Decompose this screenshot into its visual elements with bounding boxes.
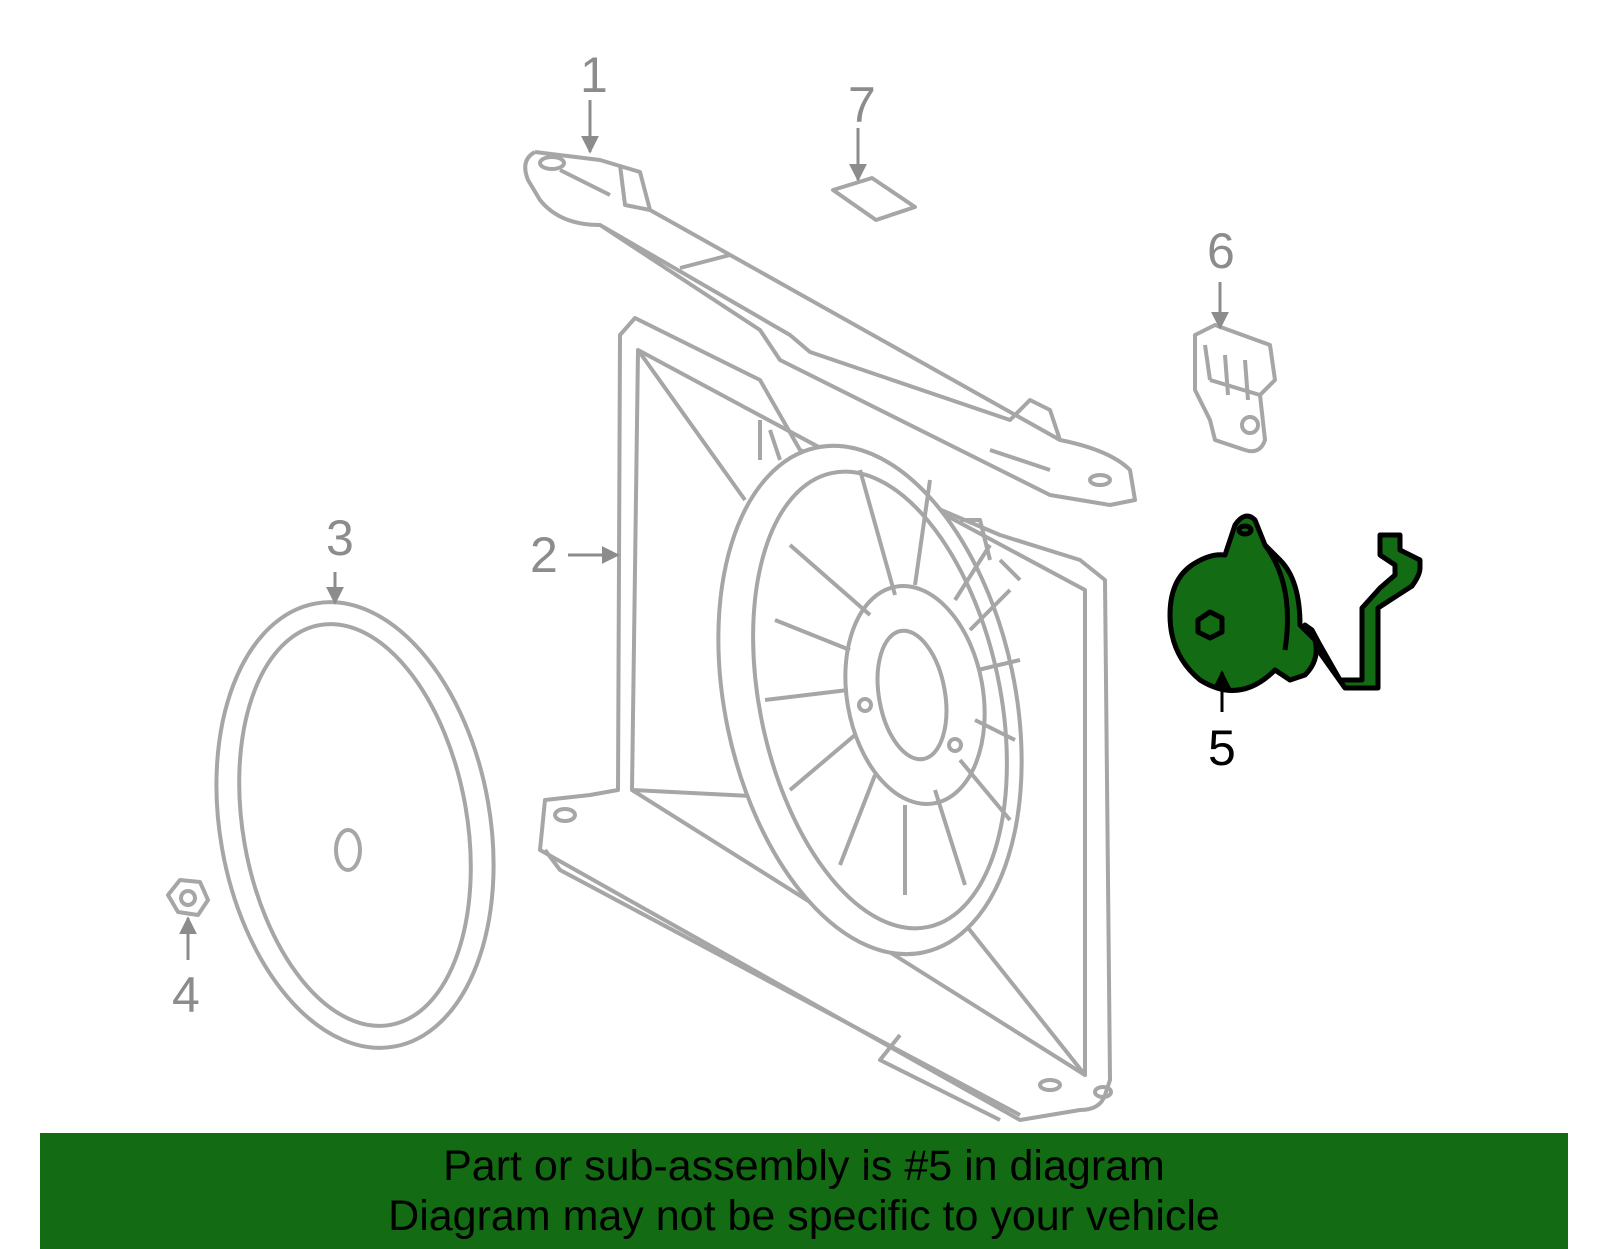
- part-2-fan-shroud: [538, 316, 1113, 1122]
- part-7-label: [831, 176, 917, 222]
- callout-1: 1: [580, 47, 608, 103]
- callouts: 1 7 6 2 3 4 5: [172, 47, 1236, 1023]
- part-6-resistor: [1193, 323, 1277, 454]
- banner-line-disclaimer: Diagram may not be specific to your vehi…: [388, 1192, 1220, 1240]
- callout-3: 3: [326, 510, 354, 566]
- callout-7: 7: [848, 77, 876, 133]
- info-banner: Part or sub-assembly is #5 in diagram Di…: [40, 1133, 1568, 1249]
- part-4-nut: [166, 878, 210, 917]
- part-5-fan-motor: [1167, 513, 1423, 693]
- callout-5: 5: [1208, 720, 1236, 776]
- banner-line-part: Part or sub-assembly is #5 in diagram: [443, 1142, 1165, 1190]
- part-1-upper-bracket: [523, 150, 1137, 507]
- leader-lines: [179, 100, 1231, 960]
- part-3-fan: [214, 600, 496, 1050]
- callout-4: 4: [172, 967, 200, 1023]
- callout-6: 6: [1207, 223, 1235, 279]
- callout-2: 2: [530, 527, 558, 583]
